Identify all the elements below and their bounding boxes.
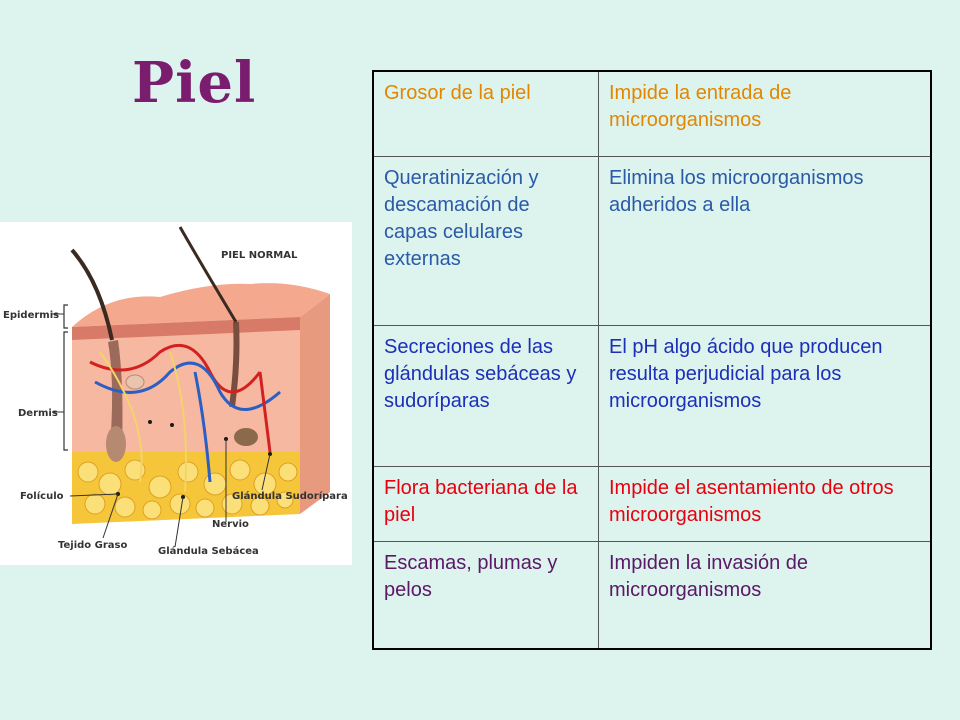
label-foliculo: Folículo — [20, 490, 64, 502]
row-mechanism: Flora bacteriana de la piel — [372, 466, 599, 542]
row-mechanism: Escamas, plumas y pelos — [372, 541, 599, 650]
skin-diagram: PIEL NORMAL Epidermis Dermis Folículo Te… — [0, 222, 352, 565]
row-effect: Elimina los microorganismos adheridos a … — [598, 156, 932, 326]
table-row: Flora bacteriana de la piel Impide el as… — [372, 466, 932, 542]
label-epidermis: Epidermis — [3, 310, 59, 321]
row-effect: El pH algo ácido que producen resulta pe… — [598, 325, 932, 467]
diagram-heading: PIEL NORMAL — [221, 250, 298, 261]
skin-cross-section-illustration: PIEL NORMAL Epidermis Dermis Folículo Te… — [3, 226, 348, 557]
label-glandula-sebacea: Glándula Sebácea — [158, 545, 259, 557]
label-tejido-graso: Tejido Graso — [58, 540, 127, 551]
row-mechanism: Queratinización y descamación de capas c… — [372, 156, 599, 326]
label-glandula-sudoripara: Glándula Sudorípara — [232, 490, 348, 502]
defense-table: Grosor de la piel Impide la entrada de m… — [372, 70, 932, 650]
label-dermis: Dermis — [18, 408, 58, 419]
slide-title: Piel — [132, 50, 257, 116]
row-effect: Impiden la invasión de microorganismos — [598, 541, 932, 650]
table-row: Queratinización y descamación de capas c… — [372, 156, 932, 326]
label-nervio: Nervio — [212, 519, 249, 530]
table-row: Secreciones de las glándulas sebáceas y … — [372, 325, 932, 467]
table-row: Escamas, plumas y pelos Impiden la invas… — [372, 541, 932, 650]
table-row: Grosor de la piel Impide la entrada de m… — [372, 70, 932, 157]
row-effect: Impide la entrada de microorganismos — [598, 70, 932, 157]
row-mechanism: Grosor de la piel — [372, 70, 599, 157]
row-effect: Impide el asentamiento de otros microorg… — [598, 466, 932, 542]
row-mechanism: Secreciones de las glándulas sebáceas y … — [372, 325, 599, 467]
